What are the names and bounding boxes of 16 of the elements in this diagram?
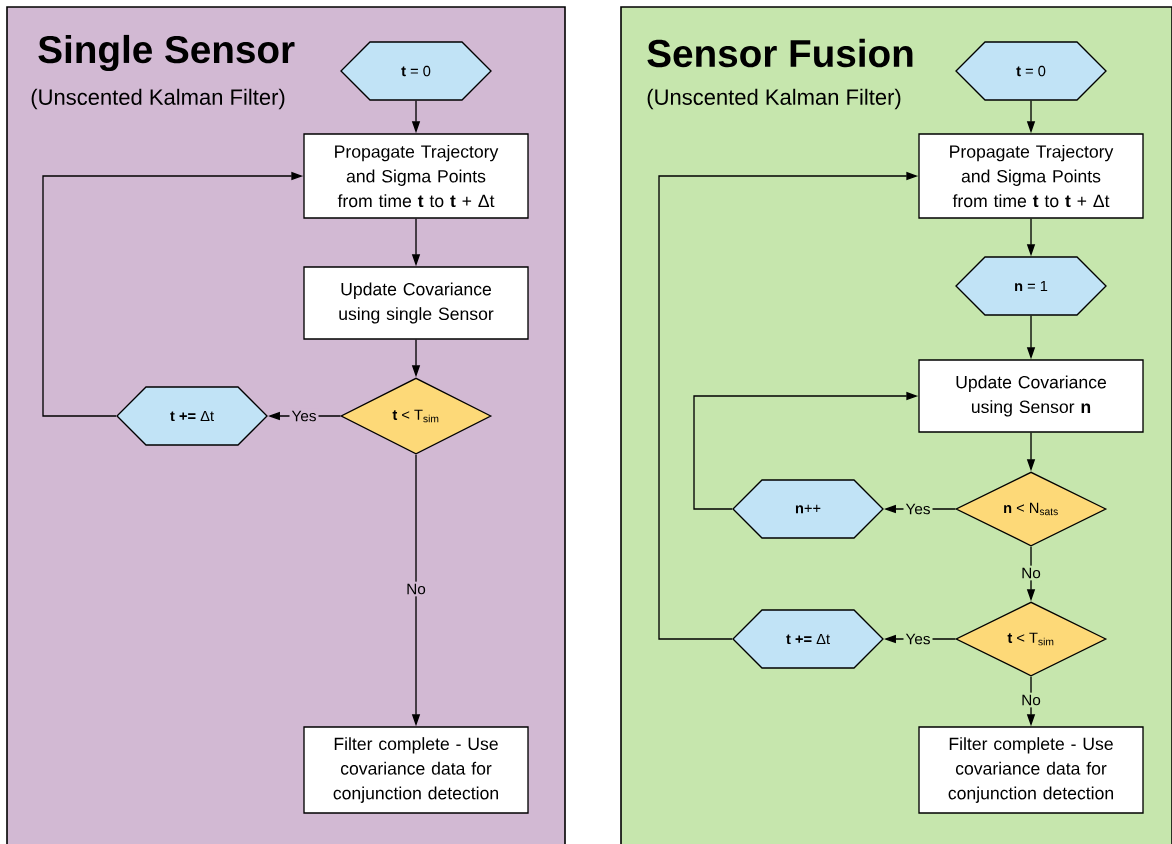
panel-subtitle: (Unscented Kalman Filter) xyxy=(31,88,285,110)
process-box: Filter complete - Use covariance data for conjunction detection xyxy=(918,726,1144,814)
process-box: Update Covariance using Sensor n xyxy=(918,359,1144,433)
process-box: Propagate Trajectory and Sigma Points from time t to t + Δt xyxy=(303,133,529,219)
panel-subtitle: (Unscented Kalman Filter) xyxy=(647,88,901,110)
hexagon: t += Δt xyxy=(732,609,884,669)
process-box: Filter complete - Use covariance data for conjunction detection xyxy=(303,726,529,814)
panel-title: Single Sensor xyxy=(38,34,295,72)
hexagon: n++ xyxy=(732,479,884,539)
hexagon: t = 0 xyxy=(955,41,1107,101)
process-box: Update Covariance using single Sensor xyxy=(303,266,529,340)
process-box: Propagate Trajectory and Sigma Points from time t to t + Δt xyxy=(918,133,1144,219)
panel-title: Sensor Fusion xyxy=(647,38,913,68)
hexagon: t = 0 xyxy=(340,41,492,101)
hexagon: t += Δt xyxy=(116,386,268,446)
hexagon: n = 1 xyxy=(955,256,1107,316)
